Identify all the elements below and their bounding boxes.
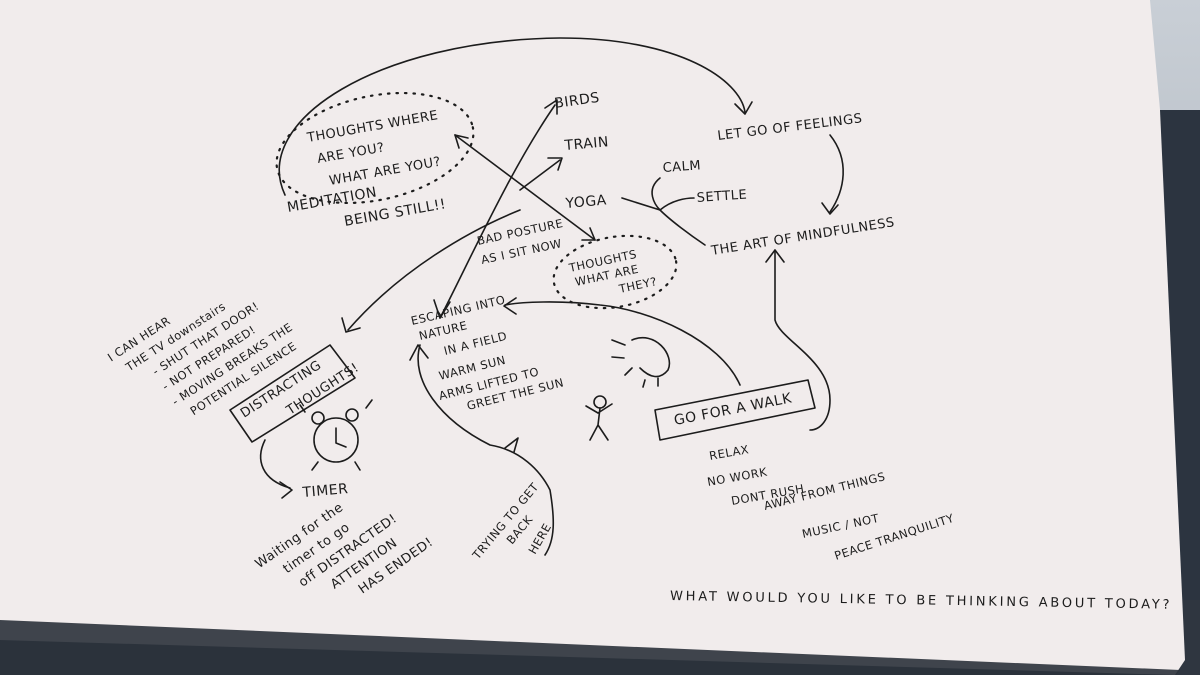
thought-bubble-thoughts xyxy=(552,234,678,310)
birds-label: BIRDS xyxy=(553,90,600,112)
settle-label: SETTLE xyxy=(696,187,748,205)
thought-bubble-meditation xyxy=(275,91,475,205)
connector-lines xyxy=(229,37,844,556)
calm-label: CALM xyxy=(662,158,701,176)
paper-shadow xyxy=(0,620,1180,675)
train-label: TRAIN xyxy=(563,134,610,154)
walk-item-1: RELAX xyxy=(708,442,750,463)
timer-label: TIMER xyxy=(301,481,349,501)
yoga-label: YOGA xyxy=(564,192,607,212)
